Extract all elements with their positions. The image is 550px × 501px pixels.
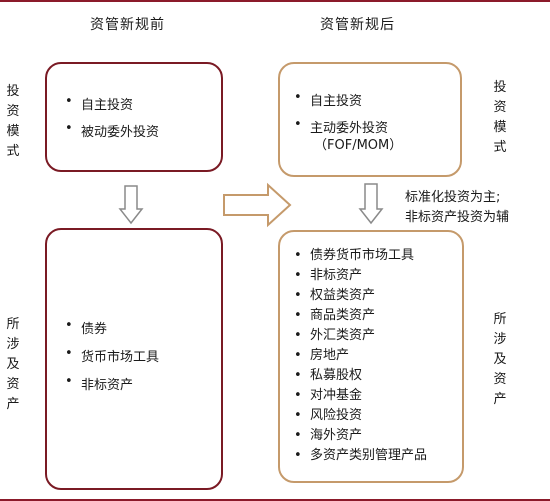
note-line-1: 标准化投资为主; — [405, 190, 501, 205]
label-assets-right: 所涉及资产 — [493, 312, 507, 407]
label-mode-right: 投资模式 — [493, 80, 507, 155]
list-item: 对冲基金 — [294, 386, 427, 406]
after-mode-list: 自主投资 主动委外投资 — [294, 90, 388, 136]
down-arrow-left — [118, 185, 144, 225]
list-item: 多资产类别管理产品 — [294, 446, 427, 466]
list-item: 外汇类资产 — [294, 326, 427, 346]
after-assets-box: 债券货币市场工具 非标资产 权益类资产 商品类资产 外汇类资产 房地产 私募股权… — [278, 230, 464, 483]
horizontal-arrow-shape — [223, 182, 292, 228]
list-item: 自主投资 — [65, 94, 159, 113]
before-mode-list: 自主投资 被动委外投资 — [65, 94, 159, 140]
after-mode-box: 自主投资 主动委外投资 （FOF/MOM） — [278, 62, 462, 177]
down-arrow-left-shape — [118, 185, 144, 225]
header-before: 资管新规前 — [90, 17, 165, 33]
header-after: 资管新规后 — [320, 17, 395, 33]
list-item: 房地产 — [294, 346, 427, 366]
down-arrow-right-shape — [358, 183, 384, 225]
down-arrow-right — [358, 183, 384, 225]
before-assets-list: 债券 货币市场工具 非标资产 — [65, 318, 159, 393]
list-item: 私募股权 — [294, 366, 427, 386]
list-item: 海外资产 — [294, 426, 427, 446]
note-line-2: 非标资产投资为辅 — [405, 210, 510, 225]
list-item: 货币市场工具 — [65, 346, 159, 365]
list-item: 被动委外投资 — [65, 121, 159, 140]
list-item: 自主投资 — [294, 90, 388, 109]
horizontal-arrow — [223, 182, 292, 228]
list-item: 非标资产 — [294, 266, 427, 286]
before-mode-box: 自主投资 被动委外投资 — [45, 62, 223, 172]
list-item: 权益类资产 — [294, 286, 427, 306]
before-assets-box: 债券 货币市场工具 非标资产 — [45, 228, 223, 490]
list-item: 非标资产 — [65, 374, 159, 393]
note-text: 标准化投资为主; 非标资产投资为辅 — [405, 188, 509, 228]
fof-mom-label: （FOF/MOM） — [314, 138, 403, 153]
list-item: 风险投资 — [294, 406, 427, 426]
list-item: 债券货币市场工具 — [294, 246, 427, 266]
list-item: 主动委外投资 — [294, 117, 388, 136]
label-mode-left: 投资模式 — [6, 84, 20, 159]
label-assets-left: 所涉及资产 — [6, 317, 20, 412]
after-assets-list: 债券货币市场工具 非标资产 权益类资产 商品类资产 外汇类资产 房地产 私募股权… — [294, 246, 427, 466]
list-item: 债券 — [65, 318, 159, 337]
list-item: 商品类资产 — [294, 306, 427, 326]
